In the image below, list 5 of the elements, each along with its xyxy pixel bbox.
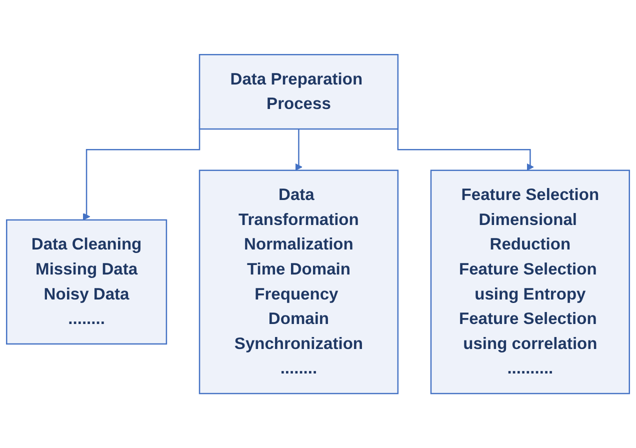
arrow	[295, 128, 302, 171]
node-box: Feature Selection Dimensional Reduction Feature Selection using Entropy Feature Selection using correlation ..........	[430, 170, 630, 394]
node-box: Data Cleaning Missing Data Noisy Data ........	[6, 219, 168, 344]
node-box: Data Transformation Normalization Time Domain Frequency Domain Synchronization ........	[198, 170, 399, 394]
node-box: Data Preparation Process	[198, 54, 399, 130]
